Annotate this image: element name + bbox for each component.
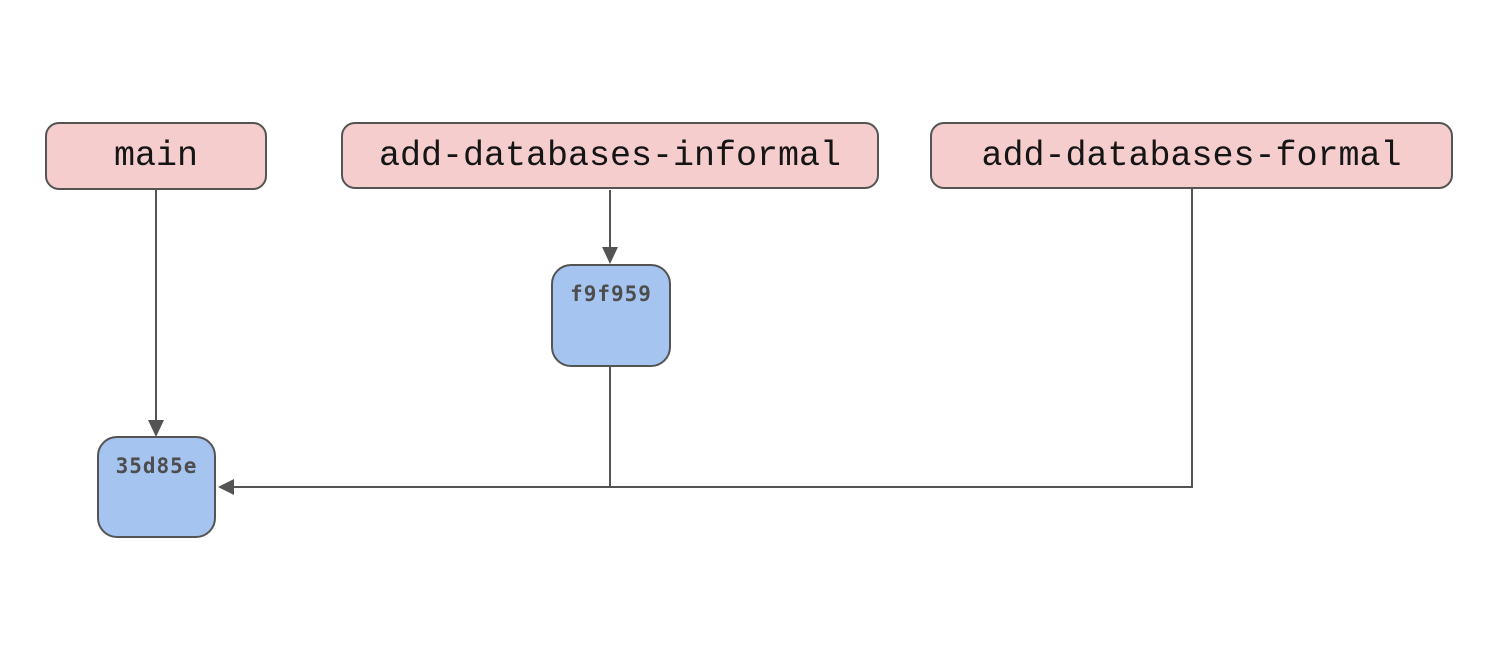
branch-label-add-databases-formal: add-databases-formal [930,122,1453,189]
commit-node-35d85e: 35d85e [97,436,216,538]
arrowhead-left-35d85e [218,479,234,495]
edge-formal-to-35d85e [233,189,1193,488]
branch-label-add-databases-informal: add-databases-informal [341,122,879,189]
arrowhead-down-35d85e [148,420,164,437]
branch-label-add-databases-informal-text: add-databases-informal [378,135,842,176]
commit-id-f9f959: f9f959 [570,282,652,306]
branch-label-main-text: main [113,136,198,176]
branch-label-main: main [45,122,267,190]
branch-label-add-databases-formal-text: add-databases-formal [981,135,1402,176]
commit-node-f9f959: f9f959 [551,264,671,367]
commit-id-35d85e: 35d85e [115,454,198,478]
arrowhead-down-f9f959 [602,247,618,264]
